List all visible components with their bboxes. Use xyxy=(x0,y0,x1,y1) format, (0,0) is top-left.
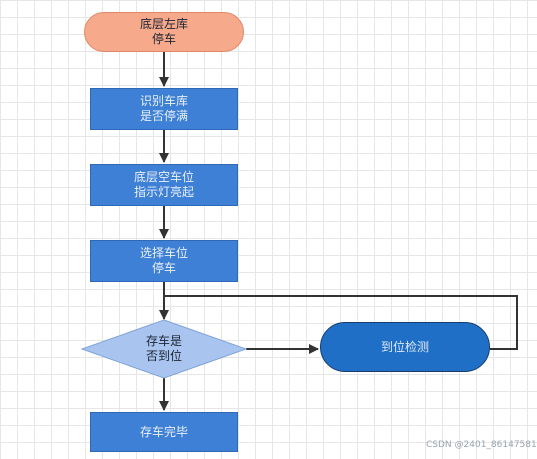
decision-label: 存车是 否到位 xyxy=(145,334,182,363)
process-indicator-light: 底层空车位 指示灯亮起 xyxy=(90,164,238,206)
end-node: 存车完毕 xyxy=(90,412,238,452)
decision-diamond xyxy=(80,319,248,379)
start-node: 底层左库 停车 xyxy=(84,12,244,52)
process-select-spot: 选择车位 停车 xyxy=(90,240,238,282)
terminator-adjust: 到位检测 xyxy=(320,322,490,372)
process-check-full: 识别车库 是否停满 xyxy=(90,88,238,130)
watermark: CSDN @2401_86147581 xyxy=(426,440,537,450)
loop-back-connector xyxy=(164,295,518,350)
